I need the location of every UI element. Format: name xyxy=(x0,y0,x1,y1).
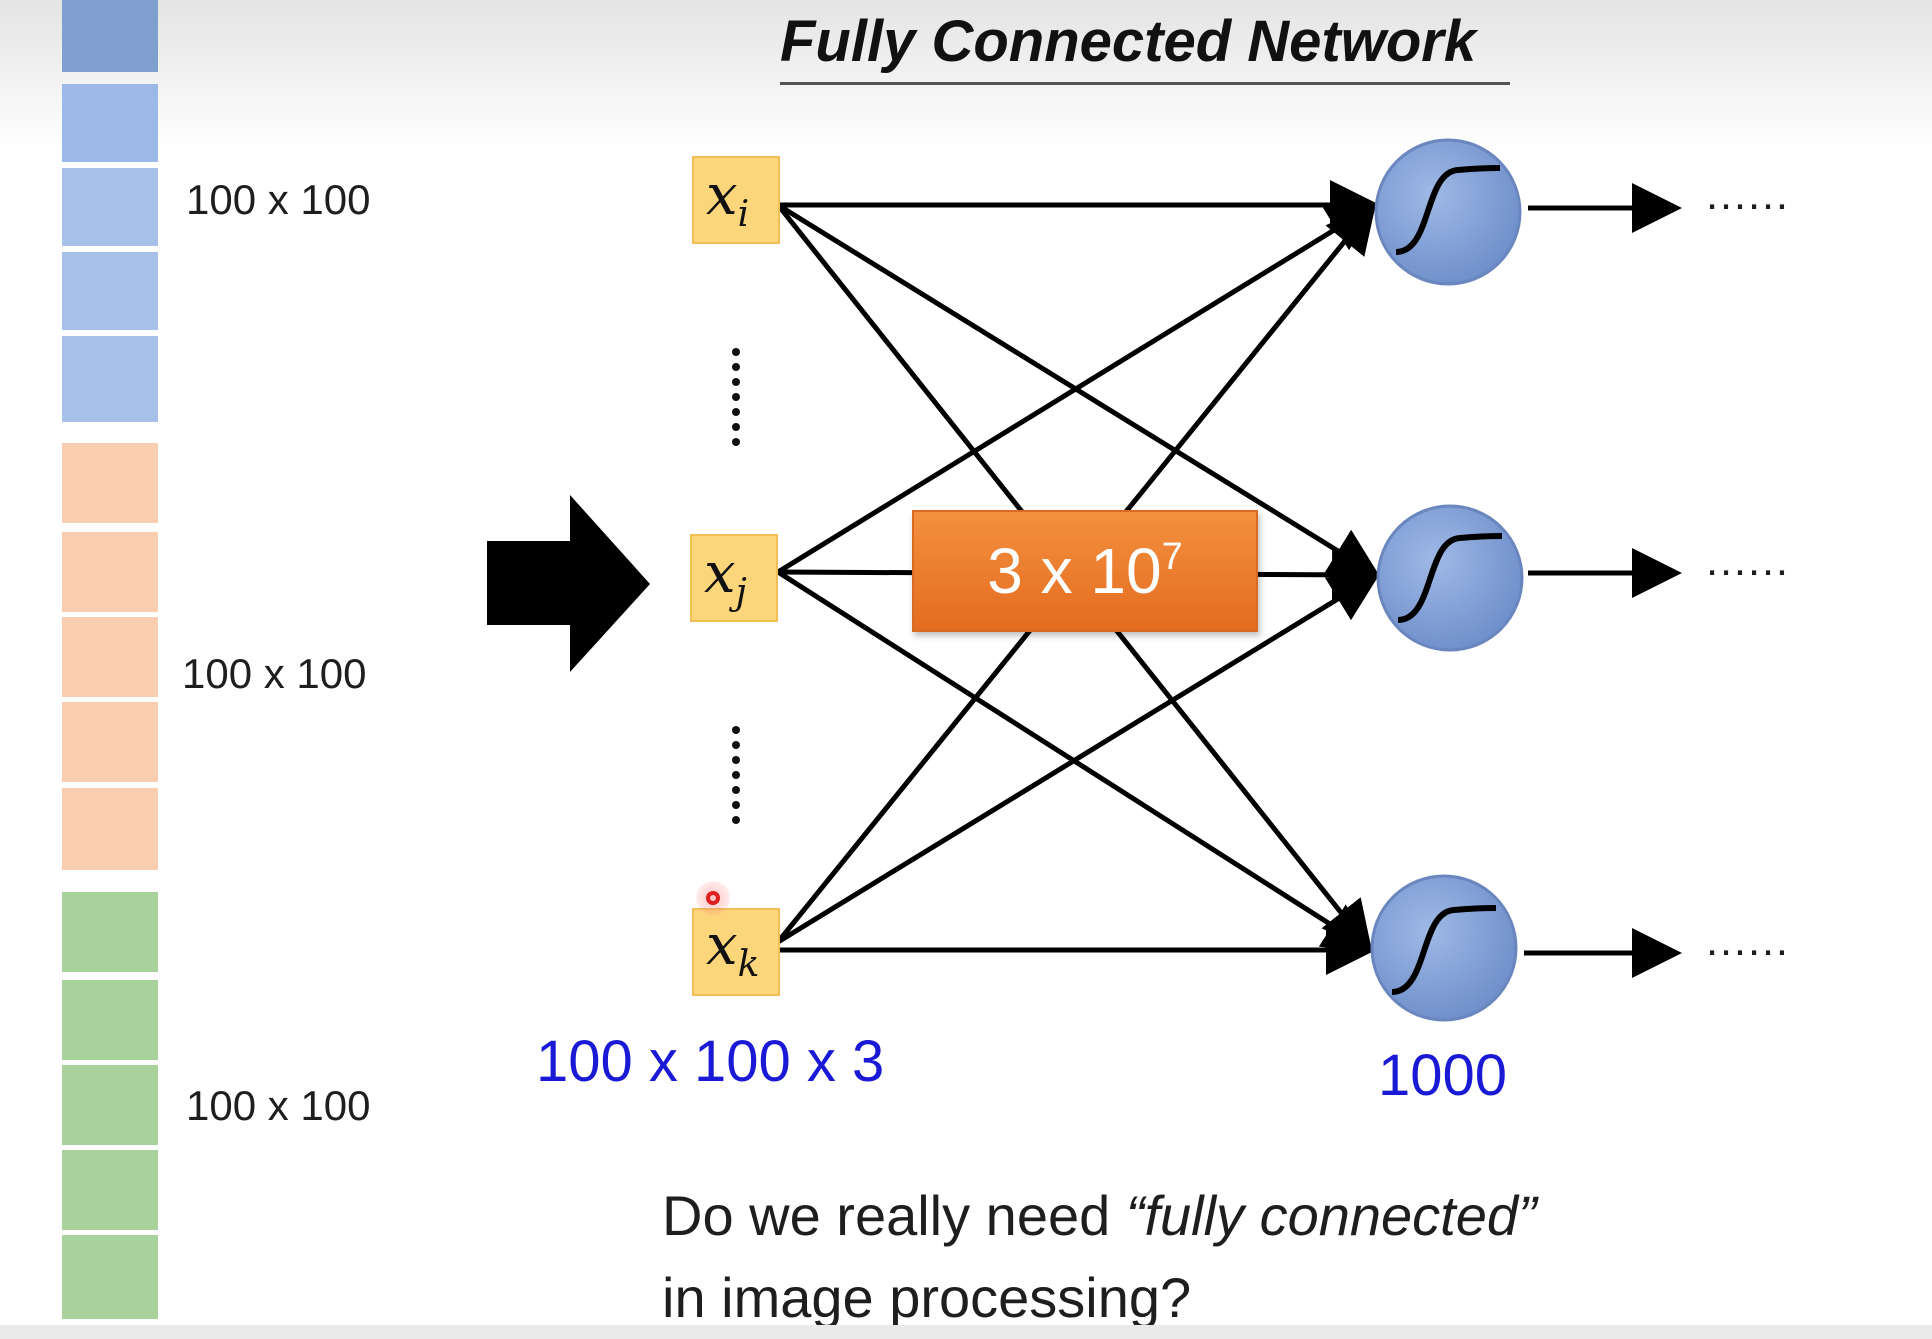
column-segment-green xyxy=(62,1065,158,1145)
sigmoid-icon xyxy=(1391,905,1497,995)
sigmoid-icon xyxy=(1395,165,1501,255)
continuation-dots: …… xyxy=(1704,536,1790,585)
segment-size-label: 100 x 100 xyxy=(186,1082,371,1129)
edge-k-n2 xyxy=(776,572,1381,945)
column-segment-green xyxy=(62,892,158,972)
input-label-k: xk xyxy=(706,913,760,985)
continuation-dots: …… xyxy=(1704,916,1790,965)
input-node-i xyxy=(692,156,780,244)
question-line-2: in image processing? xyxy=(662,1266,1192,1329)
neuron-3 xyxy=(1370,874,1518,1022)
column-segment-orange xyxy=(62,443,158,523)
column-segment-orange xyxy=(62,617,158,697)
input-node-j xyxy=(690,534,778,622)
page-title: Fully Connected Network xyxy=(780,9,1477,74)
edge-j-n1 xyxy=(776,202,1379,575)
column-segment-blue xyxy=(62,336,158,422)
column-segment-green xyxy=(62,1235,158,1319)
neuron-2 xyxy=(1376,504,1524,652)
continuation-dots: …… xyxy=(1704,170,1790,219)
question-line-1: Do we really need “fully connected” xyxy=(662,1184,1537,1247)
input-label-j: xj xyxy=(704,541,747,613)
question-text: Do we really need “fully connected” in i… xyxy=(662,1175,1537,1339)
output-arrows xyxy=(1524,183,1682,978)
neuron-count-label: 1000 xyxy=(1378,1043,1508,1108)
column-segment-blue xyxy=(62,84,158,162)
flatten-arrow xyxy=(487,495,650,672)
title-underline xyxy=(780,82,1510,85)
column-segment-orange xyxy=(62,532,158,612)
input-count-label: 100 x 100 x 3 xyxy=(536,1029,885,1094)
column-segment-green xyxy=(62,1150,158,1230)
neuron-1 xyxy=(1374,138,1522,286)
segment-size-label: 100 x 100 xyxy=(186,176,371,223)
input-ellipsis-lower xyxy=(732,726,740,824)
weights-count-box: 3 x 107 xyxy=(912,510,1258,632)
column-segment-blue xyxy=(62,252,158,330)
input-label-i: xi xyxy=(706,163,750,235)
pointer-icon xyxy=(706,891,720,905)
segment-size-label: 100 x 100 xyxy=(182,650,367,697)
column-segment-blue xyxy=(62,168,158,246)
column-segment-orange xyxy=(62,702,158,782)
column-segment-orange xyxy=(62,788,158,870)
input-ellipsis-upper xyxy=(732,348,740,446)
sigmoid-icon xyxy=(1397,533,1503,623)
column-segment-blue xyxy=(62,0,158,72)
column-segment-green xyxy=(62,980,158,1060)
bottom-strip xyxy=(0,1325,1932,1339)
input-node-k xyxy=(692,908,780,996)
